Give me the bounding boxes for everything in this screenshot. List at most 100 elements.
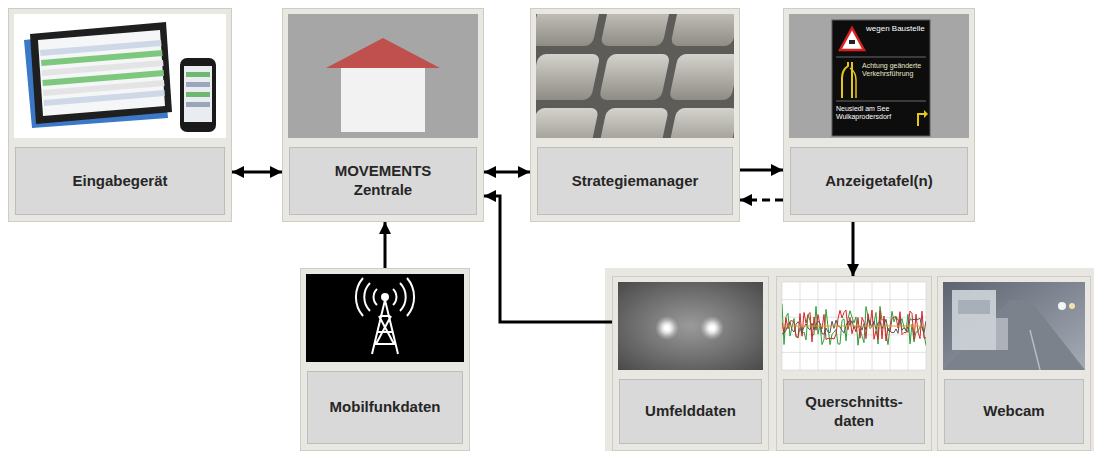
antenna-picture <box>356 278 414 354</box>
node-label: MOVEMENTS Zentrale <box>323 162 443 200</box>
traffic-data-picture <box>782 318 926 334</box>
traffic-data-picture <box>782 325 926 326</box>
antenna-picture <box>382 294 388 300</box>
tablet-phone-picture <box>186 82 210 87</box>
label-panel: MOVEMENTS Zentrale <box>289 147 477 215</box>
label-panel: Umfelddaten <box>619 379 762 444</box>
traffic-data-box: Querschnitts- daten <box>776 276 932 451</box>
house-picture <box>288 14 478 138</box>
sign-picture <box>832 20 930 136</box>
flow-arrow <box>384 222 387 268</box>
sign-text: wegen Baustelle <box>866 25 926 34</box>
traffic-data-picture <box>782 304 926 345</box>
tablet-phone-picture <box>30 22 172 124</box>
keyboard-picture <box>536 14 734 138</box>
traffic-data-picture <box>782 282 926 370</box>
fog-picture <box>618 282 763 370</box>
traffic-data-picture <box>782 304 926 345</box>
house-picture <box>341 68 425 132</box>
label-panel: Eingabegerät <box>15 147 225 215</box>
antenna-picture <box>306 274 464 362</box>
tile-frames <box>300 268 470 451</box>
flow-arrow <box>484 171 530 174</box>
keyboard-picture <box>536 14 734 138</box>
strategy-box: Strategiemanager <box>530 8 740 222</box>
house-picture <box>326 38 440 68</box>
label-panel: Strategiemanager <box>537 147 733 215</box>
antenna-picture <box>364 283 405 311</box>
traffic-data-picture <box>782 282 926 283</box>
webcam-picture <box>952 290 996 350</box>
tablet-phone-picture <box>186 102 210 107</box>
tablet-phone-picture <box>38 30 165 116</box>
label-panel: Webcam <box>944 379 1084 444</box>
sign-picture <box>924 110 928 118</box>
node-label: Querschnitts- daten <box>794 393 914 431</box>
node-label: Anzeigetafel(n) <box>825 172 933 191</box>
antenna-picture <box>374 289 397 305</box>
webcam-picture <box>958 300 990 314</box>
antenna-picture <box>306 274 464 362</box>
keyboard-picture <box>600 14 672 46</box>
sign-picture <box>849 40 855 44</box>
webcam-picture <box>1069 303 1075 309</box>
traffic-data-picture <box>782 310 926 342</box>
tablet-phone-picture <box>180 58 216 132</box>
sign-picture <box>789 14 969 138</box>
traffic-data-picture <box>782 282 926 370</box>
tablet-phone-picture <box>186 92 210 97</box>
keyboard-picture <box>599 54 671 100</box>
tablet-phone-picture <box>14 14 226 138</box>
flow-arrow <box>852 222 855 276</box>
flow-arrow <box>740 169 783 172</box>
webcam-picture <box>996 318 1008 350</box>
node-label: Umfelddaten <box>645 402 736 421</box>
flow-arrow <box>232 171 282 174</box>
tile-frames <box>8 8 232 222</box>
keyboard-picture <box>536 14 602 46</box>
keyboard-picture <box>669 54 734 100</box>
traffic-data-picture <box>782 370 926 371</box>
tile-frames <box>8 8 1094 451</box>
traffic-data-picture <box>782 299 926 300</box>
tablet-phone-picture <box>44 90 165 106</box>
sign-picture <box>842 62 848 98</box>
node-label: Eingabegerät <box>72 172 167 191</box>
webcam-box: Webcam <box>937 276 1091 451</box>
sign-picture <box>851 62 853 98</box>
antenna-picture <box>356 278 414 316</box>
tablet-phone-picture <box>14 14 226 138</box>
sign-picture <box>918 114 925 126</box>
fog-picture <box>655 316 679 340</box>
fog-picture <box>709 325 715 331</box>
webcam-picture <box>943 282 1085 370</box>
center-box: MOVEMENTS Zentrale <box>282 8 484 222</box>
tablet-phone-picture <box>186 72 210 77</box>
tile-frames <box>282 8 484 222</box>
fog-picture <box>664 325 670 331</box>
sign-picture <box>836 101 926 102</box>
webcam-picture <box>1030 330 1040 370</box>
label-panel: Mobilfunkdaten <box>307 371 463 444</box>
label-panel: Querschnitts- daten <box>783 379 925 444</box>
tablet-phone-picture <box>184 66 212 122</box>
environment-box: Umfelddaten <box>612 276 769 451</box>
sign-picture <box>840 28 864 50</box>
node-label: Webcam <box>983 402 1044 421</box>
sign-picture <box>789 14 969 138</box>
label-panel: Anzeigetafel(n) <box>790 147 968 215</box>
sign-text: Achtung geänderte Verkehrsführung <box>862 62 928 77</box>
fog-picture <box>618 282 763 370</box>
traffic-data-picture <box>782 334 926 335</box>
feedback-arrow <box>740 199 783 202</box>
webcam-picture <box>943 282 1085 370</box>
keyboard-picture <box>536 54 601 100</box>
antenna-picture <box>372 300 398 354</box>
sign-picture <box>850 68 856 98</box>
tile-frames <box>783 8 975 222</box>
sign-text: Neusiedl am See Wulkaprodersdorf <box>836 105 914 120</box>
device-box: Eingabegerät <box>8 8 232 222</box>
traffic-data-picture <box>782 282 926 370</box>
keyboard-picture <box>667 108 734 138</box>
